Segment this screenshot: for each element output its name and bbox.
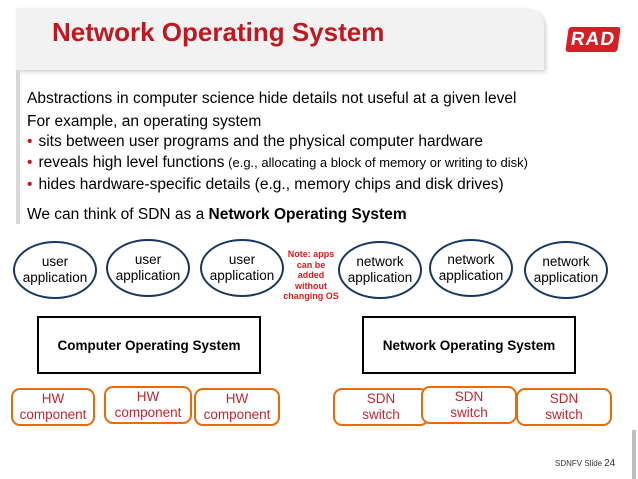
- note-line: can be: [296, 259, 326, 270]
- oval-line1: network: [542, 254, 590, 269]
- edge-shadow: [632, 430, 636, 479]
- hw-line1: HW: [41, 391, 65, 406]
- example-lead: For example, an operating system: [27, 113, 262, 130]
- bullet-dot: •: [27, 176, 33, 193]
- oval-line2: application: [115, 268, 181, 283]
- hw-line1: HW: [136, 389, 160, 404]
- note-line: changing OS: [283, 291, 339, 301]
- bullet-dot: •: [27, 154, 33, 171]
- note-line: added: [297, 270, 325, 280]
- hw-line2: component: [114, 405, 182, 420]
- bullet-dot: •: [27, 133, 33, 150]
- bullet-3: • hides hardware-specific details (e.g., …: [27, 175, 504, 194]
- hw-line1: HW: [225, 391, 249, 406]
- bullet-1: • sits between user programs and the phys…: [27, 132, 483, 151]
- note-line: without: [295, 280, 327, 291]
- switch-line1: SDN: [366, 391, 396, 406]
- oval-line2: application: [533, 270, 599, 285]
- hw-line2: component: [203, 407, 271, 422]
- note-text: Note: apps can be added without changing…: [282, 249, 340, 302]
- bullet-text: reveals high level functions: [38, 154, 225, 171]
- bullet-2: • reveals high level functions (e.g., all…: [27, 153, 528, 172]
- oval-line2: application: [347, 270, 413, 285]
- page-number: 24: [604, 458, 616, 469]
- hw-line2: component: [19, 407, 87, 422]
- bullet-text: hides hardware-specific details (e.g., m…: [38, 176, 504, 193]
- switch-line2: switch: [362, 407, 400, 422]
- switch-line1: SDN: [549, 391, 579, 406]
- conclusion-prefix: We can think of SDN as a: [27, 206, 209, 223]
- oval-line2: application: [438, 268, 504, 283]
- rad-logo: RAD: [565, 27, 621, 52]
- slide-title: Network Operating System: [52, 17, 385, 47]
- header-bar: [16, 8, 544, 70]
- switch-line1: SDN: [454, 389, 484, 404]
- computer-os-box: Computer Operating System: [37, 316, 261, 374]
- conclusion: We can think of SDN as a Network Operati…: [27, 205, 407, 224]
- bullet-detail: (e.g., allocating a block of memory or w…: [224, 155, 528, 170]
- oval-line1: user: [41, 254, 69, 269]
- oval-line1: network: [356, 254, 404, 269]
- oval-line1: user: [228, 252, 256, 267]
- switch-line2: switch: [450, 405, 488, 420]
- network-os-box: Network Operating System: [362, 316, 576, 374]
- oval-line2: application: [22, 270, 88, 285]
- bullet-text: sits between user programs and the physi…: [38, 133, 483, 150]
- oval-line1: user: [134, 252, 162, 267]
- switch-line2: switch: [545, 407, 583, 422]
- accent-bar: [16, 70, 20, 224]
- oval-line1: network: [447, 252, 495, 267]
- oval-line2: application: [209, 268, 275, 283]
- intro-text: Abstractions in computer science hide de…: [27, 90, 517, 107]
- conclusion-bold: Network Operating System: [208, 206, 407, 223]
- note-line: Note: apps: [287, 249, 335, 259]
- footer-label: SDNFV Slide: [555, 459, 603, 468]
